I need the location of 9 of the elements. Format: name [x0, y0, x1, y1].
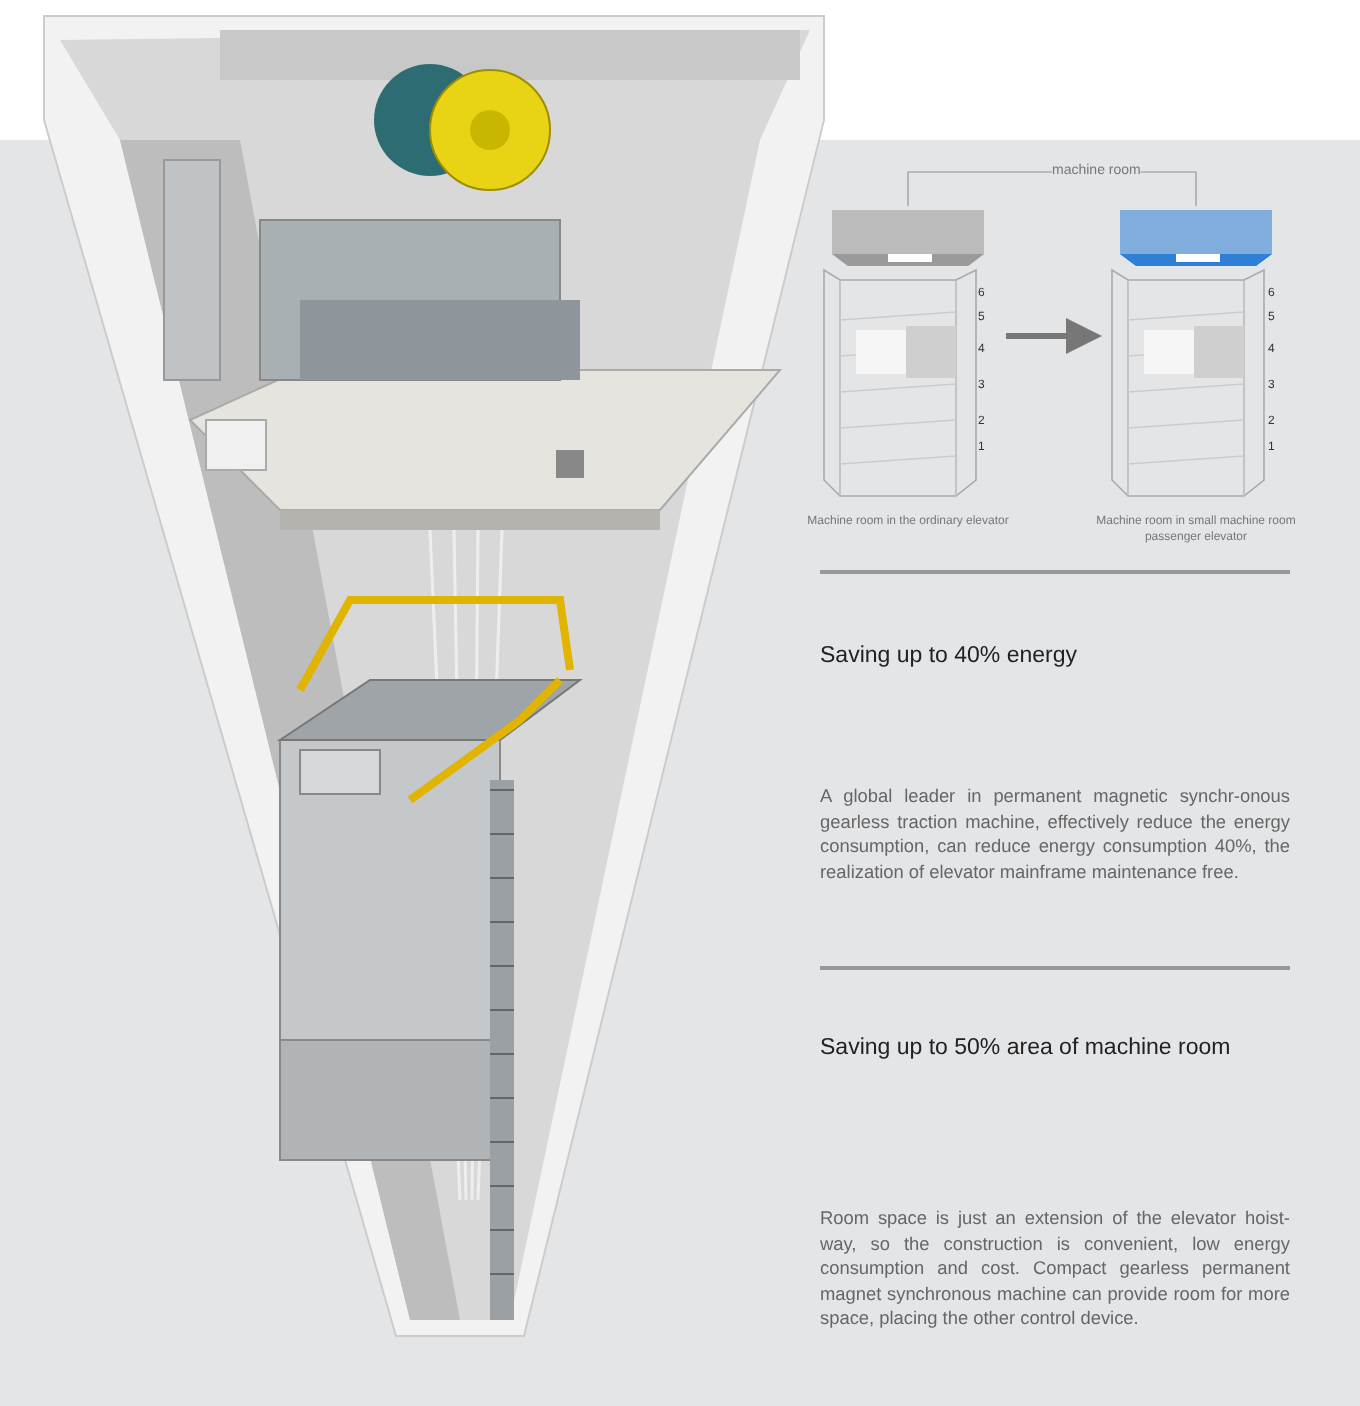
section-heading: Saving up to 50% area of machine room [820, 1036, 1231, 1060]
section-heading: Saving up to 40% energy [820, 644, 1078, 668]
machine-room-block [828, 206, 988, 270]
machine-room-block [1116, 206, 1276, 270]
description-text: A global leader in permanent magnetic synchr-onous gearless traction machine, effectively reduce the energy consumption, can reduce energy consumption 40%, the realization of elevator mainframe maintenance free. [820, 784, 1290, 884]
description-text: Room space is just an extension of the elevator hoist-way, so the construction is convenient, low energy consumption and cost. Compact gearless permanent magnet synchronous machine can provide room for more space, placing the other control device. [820, 1206, 1290, 1331]
leader-line [907, 171, 1053, 207]
leader-line [1139, 171, 1197, 207]
arrow [1006, 318, 1102, 354]
